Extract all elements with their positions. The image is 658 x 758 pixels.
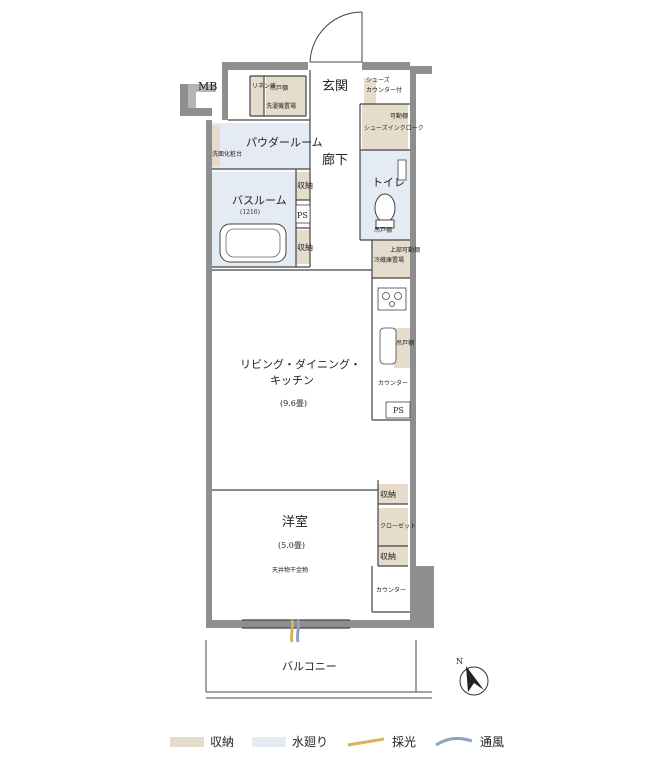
ldk-line2: キッチン [270,374,314,387]
closet-area [378,508,408,546]
legend-water: 水廻り [252,733,328,750]
shoe-counter-label: カウンター付 [366,86,402,94]
wind-arrow [295,619,301,643]
linen-label: リネン庫 [252,82,276,90]
storage-1-area [296,172,310,200]
washstand-label: 洗面化粧台 [212,150,242,158]
washer-area [266,76,306,116]
bathtub [219,223,287,263]
storage-3-label: 収納 [380,489,396,499]
counter-1-label: カウンター [378,379,408,387]
legend-water-label: 水廻り [292,735,329,749]
upper-movable-shelf-label: 上部可動棚 [390,246,420,254]
closet-label: クローゼット [380,522,416,530]
storage-4-area [378,546,408,566]
ceiling-drying-label: 天井物干金物 [272,566,308,574]
floor-plan: MB 玄関 シューズ カウンター付 リネン庫 吊戸棚 洗濯機置場 シューズインク… [180,11,489,699]
storage-swatch [170,736,204,747]
bath-size-label: (1216) [240,209,260,216]
movable-shelf-1-label: 可動棚 [390,112,408,120]
toilet-sink [397,159,407,181]
shoe-counter-top: シューズ [366,76,390,84]
toilet-tank [375,219,395,229]
ps-box-2 [385,401,411,419]
storage-2-area [296,230,310,264]
hanging-cabinet-3-label: 吊戸棚 [396,339,414,347]
walls [180,62,434,628]
ps-box-1 [295,204,311,224]
legend-wind: 通風 [434,733,504,750]
storage-2-label: 収納 [297,242,313,252]
hanging-cabinet-1-label: 吊戸棚 [270,84,288,92]
storage-1-label: 収納 [297,180,313,190]
hallway-label: 廊下 [322,152,348,168]
linen-area [250,76,264,116]
north-compass-icon [459,666,489,696]
counter-2-label: カウンター [376,586,406,594]
hanging-cabinet-3-area [394,328,410,368]
powder-room-area [212,123,310,169]
bathroom-label: バスルーム [232,194,287,207]
hanging-cabinet-2-label: 吊戸棚 [374,226,392,234]
legend-light-label: 採光 [392,735,417,749]
mb-column [188,84,216,108]
ldk-size: (9.6畳) [280,399,307,408]
stove [377,287,407,311]
kitchen-sink [379,327,397,365]
entrance-label: 玄関 [322,79,348,94]
interior-lines [212,70,410,629]
toilet-bowl [374,193,396,223]
north-label: N [456,657,463,666]
western-room-label: 洋室 [282,514,308,530]
water-swatch [252,736,287,747]
light-arrow [289,619,295,643]
ps-1-label: PS [297,211,308,220]
legend: 収納 水廻り 採光 通風 [170,733,504,750]
shoes-in-closet-label: シューズインクローク [364,124,424,132]
burner [382,292,390,300]
storage-3-area [378,484,408,504]
wind-arrow-icon [435,736,473,746]
burner [394,292,402,300]
fridge-space-label: 冷蔵庫置場 [374,256,404,264]
legend-light: 採光 [346,733,416,750]
shoes-in-closet-area [362,104,408,150]
light-arrow-icon [347,737,385,746]
legend-wind-label: 通風 [480,735,505,749]
washer-space-label: 洗濯機置場 [266,102,296,110]
balcony-outline [205,640,432,699]
legend-storage: 収納 [170,733,234,750]
balcony-label: バルコニー [282,660,337,673]
bathtub-inner [225,228,281,258]
toilet-label: トイレ [372,176,405,189]
legend-storage-label: 収納 [210,735,235,749]
storage-4-label: 収納 [380,551,396,561]
powder-room-label: パウダールーム [246,135,323,149]
washstand-area [212,125,220,167]
mb-label: MB [198,80,217,93]
western-size: (5.0畳) [278,541,305,550]
shoe-counter-area [364,78,376,104]
ldk-line1: リビング・ダイニング・ [240,357,361,371]
fridge-area [372,240,410,278]
burner [389,301,395,307]
entrance-door [309,11,363,63]
ps-2-label: PS [393,406,404,415]
